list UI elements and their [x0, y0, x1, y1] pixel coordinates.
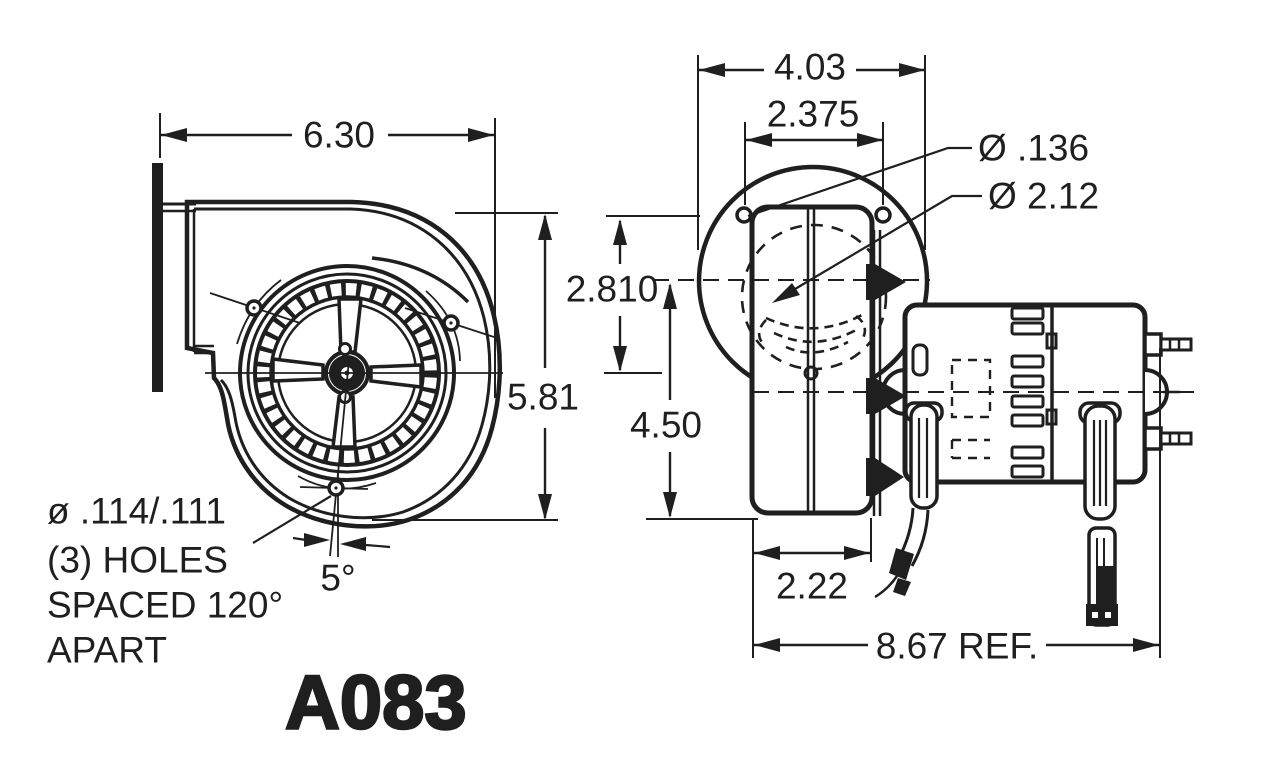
dim-axis-to-base: 4.50 — [630, 405, 702, 446]
motor-hidden-lines — [950, 358, 992, 460]
dim-flange-width: 4.03 — [774, 47, 846, 88]
holes-note-line-1: ø .114/.111 — [47, 491, 226, 532]
dim-inlet-dia: Ø 2.12 — [988, 176, 1099, 217]
side-housing — [749, 204, 875, 516]
motor-terminals — [1143, 332, 1193, 451]
scroll-housing-inner — [194, 207, 492, 520]
dim-front-height: 5.81 — [507, 377, 579, 418]
spoke-left — [271, 357, 325, 383]
dim-mount-angle: 5° — [320, 558, 355, 599]
dim-front-width: 6.30 — [303, 115, 375, 156]
scroll-tongue-arc — [371, 256, 470, 304]
annotations: ø .114/.111 (3) HOLES SPACED 120° APART … — [47, 491, 468, 747]
spoke-right — [369, 363, 423, 389]
dim-overall-length: 8.67 REF. — [876, 626, 1038, 667]
flange-hole-right — [874, 206, 892, 224]
note-leader — [252, 495, 332, 544]
dim-housing-depth: 2.22 — [776, 566, 848, 607]
dim-hole-dia: Ø .136 — [978, 128, 1089, 169]
side-view — [653, 164, 1196, 627]
front-centermarks — [205, 279, 503, 557]
front-view — [152, 163, 503, 557]
bracket-clips — [866, 264, 906, 496]
hole-dia-leader — [747, 146, 972, 218]
dim-hole-spacing: 2.375 — [767, 94, 860, 135]
vent-slots — [911, 306, 1058, 479]
holes-note-line-2: (3) HOLES — [47, 540, 228, 581]
motor — [874, 302, 1193, 627]
dimensions: 6.30 5.81 5° 4.03 2.375 Ø .136 — [159, 47, 1161, 667]
dim-top-to-axis: 2.810 — [566, 269, 659, 310]
inlet-dia-leader — [789, 194, 982, 293]
front-flange-bar — [152, 163, 163, 392]
model-number: A083 — [285, 661, 467, 746]
tilted-bolt-line — [329, 359, 350, 557]
holes-note-line-3: SPACED 120° — [47, 585, 283, 626]
scroll-housing-outer — [184, 199, 503, 529]
motor-left-leg — [874, 401, 944, 599]
motor-right-leg — [1078, 401, 1122, 627]
holes-note-line-4: APART — [47, 630, 167, 671]
